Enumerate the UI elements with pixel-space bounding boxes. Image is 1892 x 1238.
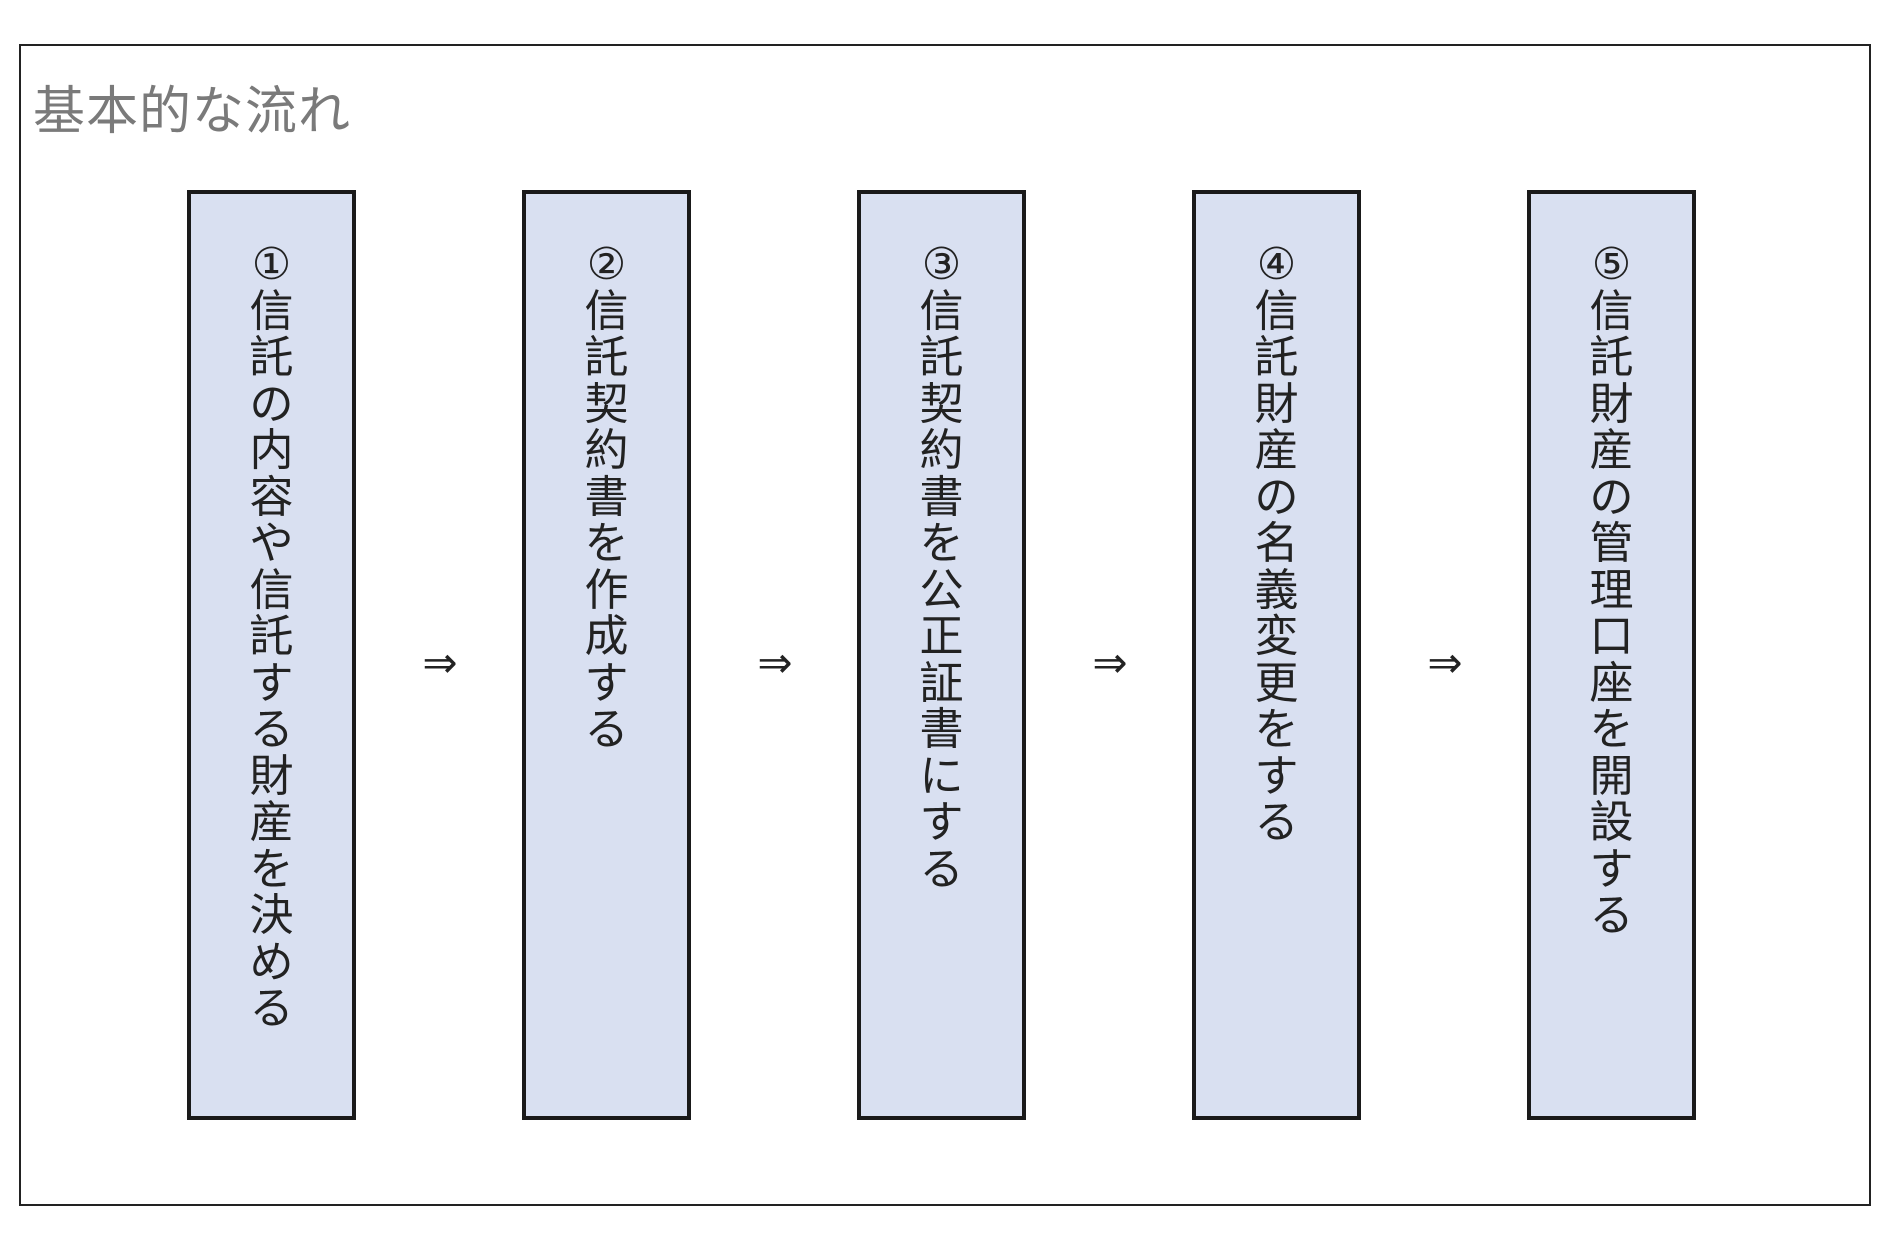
step-box-3: ③ 信 託 契 約 書 を 公 正 証 書 に す る xyxy=(857,190,1026,1120)
arrow-icon: ⇒ xyxy=(1427,638,1463,687)
step-box-1: ① 信 託 の 内 容 や 信 託 す る 財 産 を 決 め る xyxy=(187,190,356,1120)
diagram-frame: 基本的な流れ ① 信 託 の 内 容 や 信 託 す る 財 産 を 決 め る… xyxy=(19,44,1871,1206)
arrow-icon: ⇒ xyxy=(757,638,793,687)
step-5-text: ⑤ 信 託 財 産 の 管 理 口 座 を 開 設 す る xyxy=(1589,239,1634,941)
step-box-2: ② 信 託 契 約 書 を 作 成 す る xyxy=(522,190,691,1120)
step-1-text: ① 信 託 の 内 容 や 信 託 す る 財 産 を 決 め る xyxy=(249,239,294,1034)
step-box-4: ④ 信 託 財 産 の 名 義 変 更 を す る xyxy=(1192,190,1361,1120)
step-4-text: ④ 信 託 財 産 の 名 義 変 更 を す る xyxy=(1254,239,1299,848)
step-3-text: ③ 信 託 契 約 書 を 公 正 証 書 に す る xyxy=(919,239,964,895)
step-box-5: ⑤ 信 託 財 産 の 管 理 口 座 を 開 設 す る xyxy=(1527,190,1696,1120)
arrow-icon: ⇒ xyxy=(422,638,458,687)
step-2-text: ② 信 託 契 約 書 を 作 成 す る xyxy=(584,239,629,755)
arrow-icon: ⇒ xyxy=(1092,638,1128,687)
diagram-title: 基本的な流れ xyxy=(33,82,352,142)
